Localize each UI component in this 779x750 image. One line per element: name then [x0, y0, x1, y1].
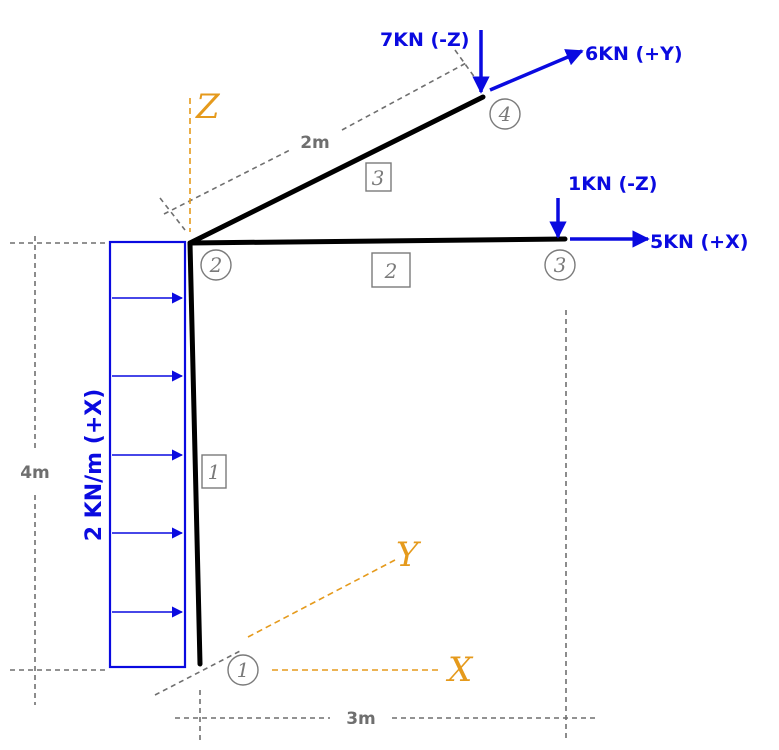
z-axis-label: Z: [195, 87, 221, 127]
node-label: 3: [554, 253, 567, 277]
global-axes: Z Y X: [189, 87, 474, 690]
dim-depth-tick-end: [454, 49, 479, 83]
depth-dimension-label: 2m: [300, 133, 330, 153]
node-label: 2: [209, 253, 223, 277]
width-dimension-label: 3m: [346, 709, 376, 729]
dim-depth-line-upper: [341, 61, 469, 131]
member-2: [187, 236, 568, 246]
support-base-line: [154, 649, 243, 696]
member-3: [187, 94, 486, 246]
member-labels: 1 2 3: [201, 162, 411, 489]
dimension-labels: 4m 3m 2m: [20, 133, 376, 729]
height-dimension-label: 4m: [20, 463, 50, 483]
node-labels: 1 2 3 4: [200, 98, 576, 686]
node3-vertical-load-label: 1KN (-Z): [568, 173, 658, 195]
dim-depth-tick-start: [159, 197, 186, 231]
member-label: 3: [372, 166, 385, 190]
node-circle: [544, 249, 576, 281]
distributed-load: 2 KN/m (+X): [82, 240, 187, 669]
node4-horizontal-load-arrow: [489, 49, 584, 92]
dimension-lines: [10, 49, 598, 742]
y-axis-label: Y: [396, 535, 422, 575]
member-label: 2: [384, 259, 398, 283]
node-circle: [200, 249, 232, 281]
member-1: [187, 240, 203, 667]
udl-box: [108, 240, 187, 669]
x-axis-label: X: [445, 650, 474, 690]
node-label: 4: [498, 102, 512, 126]
node3-horizontal-load-label: 5KN (+X): [650, 231, 748, 253]
member-label-box: [371, 252, 411, 288]
member-label-box: [201, 454, 227, 489]
node-label: 1: [237, 658, 250, 682]
member-label: 1: [208, 460, 221, 484]
node4-horizontal-load-label: 6KN (+Y): [585, 43, 683, 65]
distributed-load-label: 2 KN/m (+X): [82, 389, 107, 542]
node4-vertical-load-label: 7KN (-Z): [380, 29, 470, 51]
node-circle: [227, 654, 259, 686]
y-axis-line: [247, 559, 396, 638]
dim-depth-line-lower: [163, 149, 291, 215]
node-circle: [489, 98, 521, 130]
member-label-box: [365, 162, 392, 192]
point-loads: 7KN (-Z) 6KN (+Y) 1KN (-Z) 5KN (+X): [380, 29, 748, 253]
frame-members: [187, 94, 568, 667]
